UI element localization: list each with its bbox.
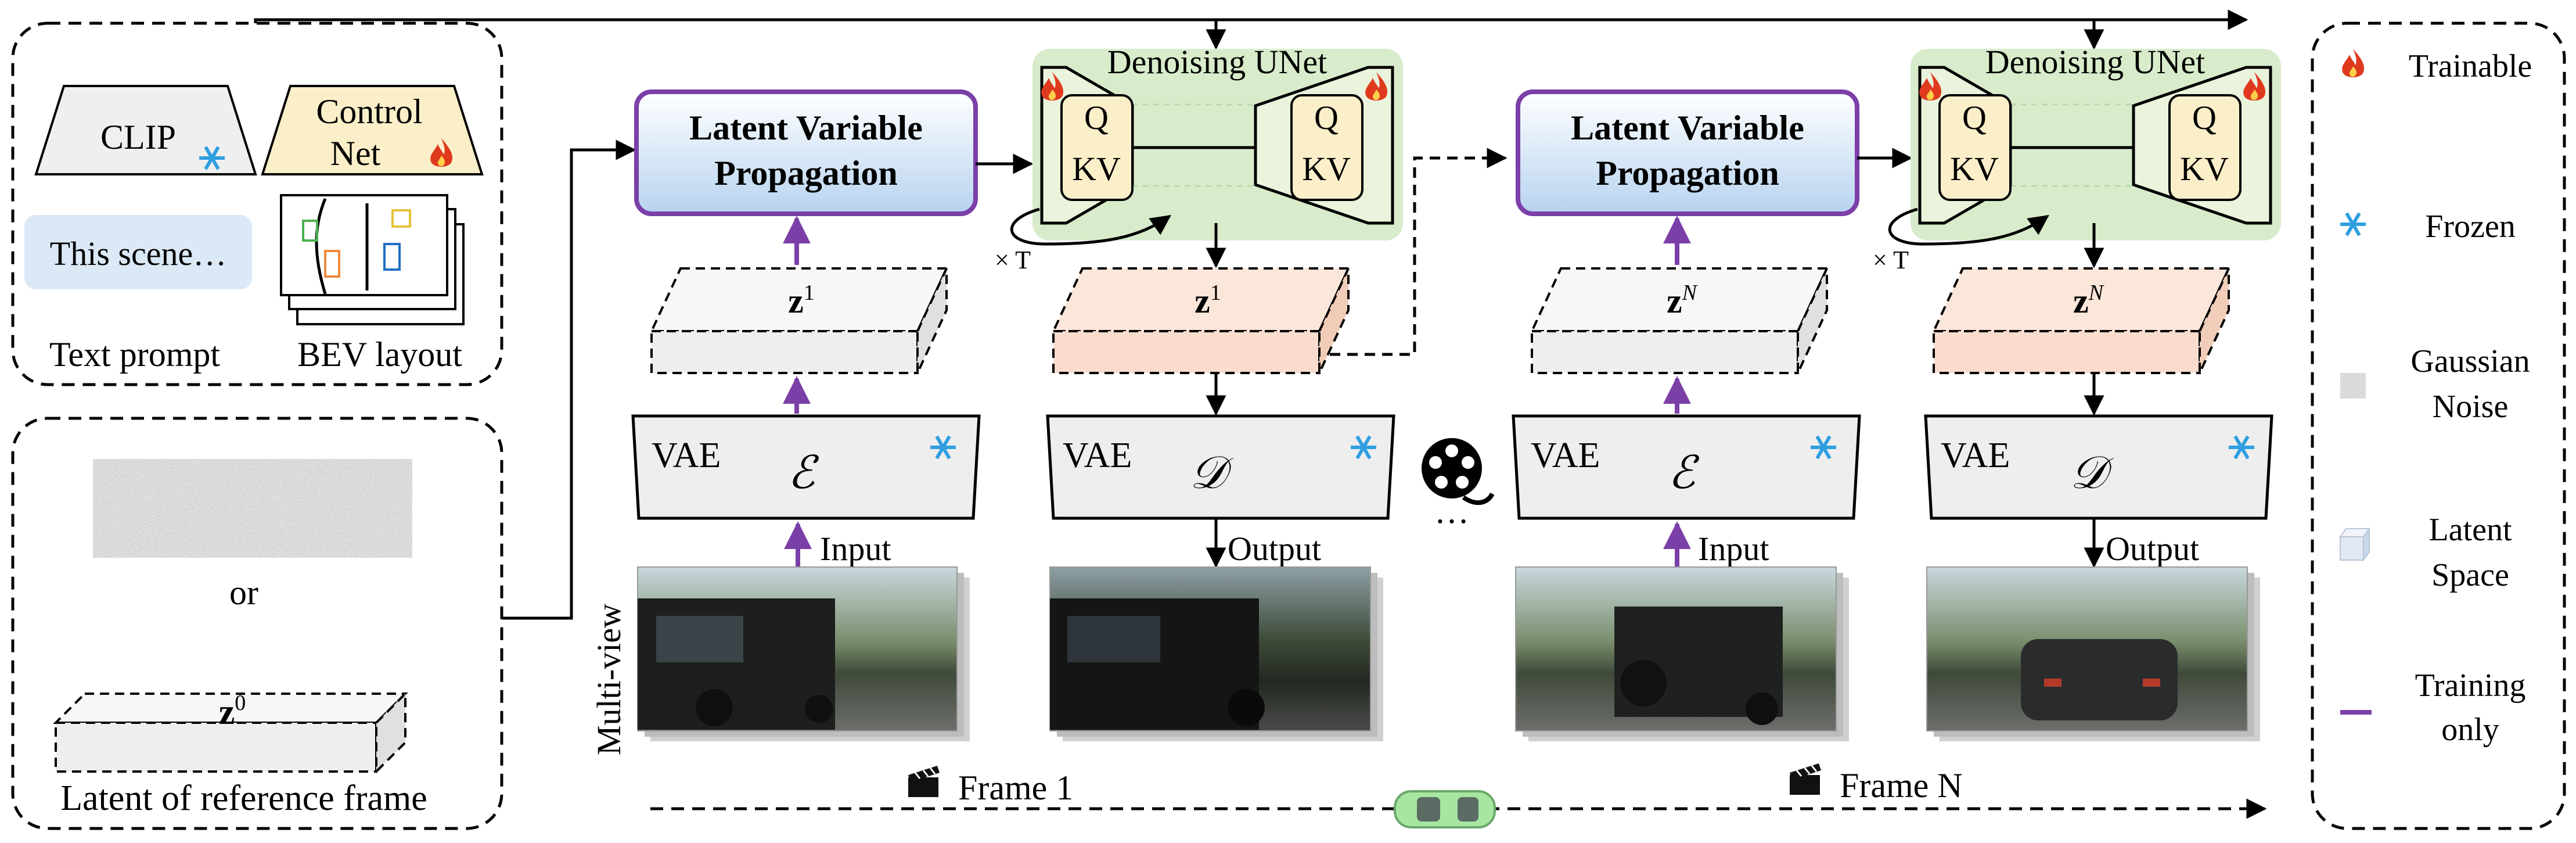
- vae-decoder-n-label: VAE: [1941, 436, 2010, 475]
- text-prompt-box: [24, 215, 252, 289]
- clapperboard-icon: [1789, 762, 1822, 796]
- unetn-attn-left: [1938, 94, 2012, 201]
- vae-encoder-1-label: VAE: [652, 436, 721, 475]
- reference-caption: Latent of reference frame: [60, 779, 427, 818]
- lvp1-line1: Latent Variable: [689, 109, 923, 147]
- clip-block: [34, 85, 257, 175]
- controlnet-label-line1: Control: [316, 92, 422, 131]
- unet1-q-right: Q: [1314, 99, 1339, 137]
- unet1-title: Denoising UNet: [1107, 43, 1327, 81]
- input-n-label: Input: [1698, 530, 1769, 568]
- unetn-loop-arrow: [1888, 207, 2049, 246]
- condition-bus-line: [254, 9, 2248, 30]
- film-reel-icon: [1422, 438, 1495, 505]
- unet1-kv-right: KV: [1302, 150, 1351, 188]
- unet1-attn-right: [1290, 94, 1363, 201]
- lvp1-line2: Propagation: [714, 154, 898, 192]
- snowflake-icon: [2340, 213, 2366, 235]
- frame1-label: Frame 1: [958, 769, 1073, 807]
- unet1-loop-arrow: [1010, 207, 1171, 246]
- unetn-attn-right: [2168, 94, 2242, 201]
- input-1-label: Input: [820, 530, 891, 568]
- lvp-block-n: [1516, 89, 1859, 216]
- legend-latent-line1: Latent: [2429, 512, 2512, 548]
- legend-panel: [2311, 21, 2566, 830]
- vae-encoder-1: [631, 414, 981, 520]
- z0-latent-block: [53, 691, 408, 774]
- legend-training-line2: only: [2441, 712, 2499, 748]
- bev-caption: BEV layout: [297, 335, 462, 374]
- unetn-kv-left: KV: [1950, 150, 1999, 188]
- legend-training-line1: Training: [2415, 668, 2526, 704]
- z1-latent-white: [649, 267, 949, 374]
- multiview-output-n: [1926, 566, 2260, 741]
- encoder-symbol-1: ℰ: [787, 447, 819, 498]
- vae-decoder-n: [1924, 414, 2273, 520]
- multiview-input-n: [1515, 566, 1849, 741]
- vae-encoder-n: [1512, 414, 1861, 520]
- frames-ellipsis: …: [1434, 492, 1469, 530]
- lvpn-line2: Propagation: [1596, 154, 1779, 192]
- flame-icon: [2342, 49, 2365, 77]
- lvp-block-1: [634, 89, 978, 216]
- multiview-input-1: [637, 566, 970, 741]
- lvpn-line1: Latent Variable: [1571, 109, 1804, 147]
- unetn-kv-right: KV: [2180, 150, 2229, 188]
- latent-cube-icon: [2339, 526, 2370, 562]
- z1-label-decoder: z1: [1195, 281, 1221, 320]
- zn-label-encoder: zN: [1667, 281, 1699, 320]
- unetn-times-t: × T: [1873, 246, 1909, 274]
- legend-trainable: Trainable: [2409, 48, 2532, 84]
- controlnet-block: [261, 85, 484, 175]
- zn-latent-white: [1530, 267, 1829, 374]
- bev-layout-icon: [280, 194, 465, 325]
- framen-label: Frame N: [1840, 766, 1963, 805]
- text-prompt-content: This scene…: [50, 235, 226, 272]
- z1-label-encoder: z1: [788, 281, 815, 320]
- reference-to-lvp-arrow: [502, 139, 636, 620]
- z1-latent-pink: [1051, 267, 1351, 374]
- legend-gaussian-line1: Gaussian: [2410, 343, 2530, 379]
- zn-label-decoder: zN: [2073, 281, 2105, 320]
- text-prompt-caption: Text prompt: [49, 335, 220, 374]
- unetn-q-right: Q: [2192, 99, 2217, 137]
- zn-latent-pink: [1931, 267, 2231, 374]
- reference-panel: [11, 417, 503, 830]
- unetn-title: Denoising UNet: [1985, 43, 2206, 81]
- unet1-times-t: × T: [995, 246, 1031, 274]
- conditions-panel: [11, 21, 503, 386]
- vae-decoder-1-label: VAE: [1063, 436, 1132, 475]
- gaussian-noise-icon: [2340, 373, 2366, 399]
- output-1-label: Output: [1228, 530, 1321, 568]
- legend-frozen: Frozen: [2425, 209, 2516, 245]
- legend-latent-line2: Space: [2431, 557, 2509, 593]
- vae-encoder-n-label: VAE: [1531, 436, 1600, 475]
- controlnet-label-line2: Net: [330, 134, 381, 173]
- encoder-symbol-n: ℰ: [1668, 447, 1700, 498]
- output-n-label: Output: [2106, 530, 2199, 568]
- or-text: or: [229, 573, 258, 612]
- legend-gaussian-line2: Noise: [2433, 389, 2509, 425]
- z1-to-lvpN-dashed-arrow: [1330, 148, 1508, 356]
- z0-symbol: z0: [219, 691, 246, 732]
- clip-label: CLIP: [100, 118, 176, 156]
- unetn-q-left: Q: [1962, 99, 1987, 137]
- gaussian-noise-image: [93, 459, 412, 558]
- multiview-label: Multi-view: [590, 604, 628, 755]
- car-icon: [1394, 790, 1496, 828]
- vae-decoder-1: [1046, 414, 1395, 520]
- multiview-output-1: [1049, 566, 1383, 741]
- clapperboard-icon: [907, 765, 941, 798]
- unet1-q-left: Q: [1084, 99, 1109, 137]
- unet1-kv-left: KV: [1072, 150, 1121, 188]
- unet1-attn-left: [1060, 94, 1134, 201]
